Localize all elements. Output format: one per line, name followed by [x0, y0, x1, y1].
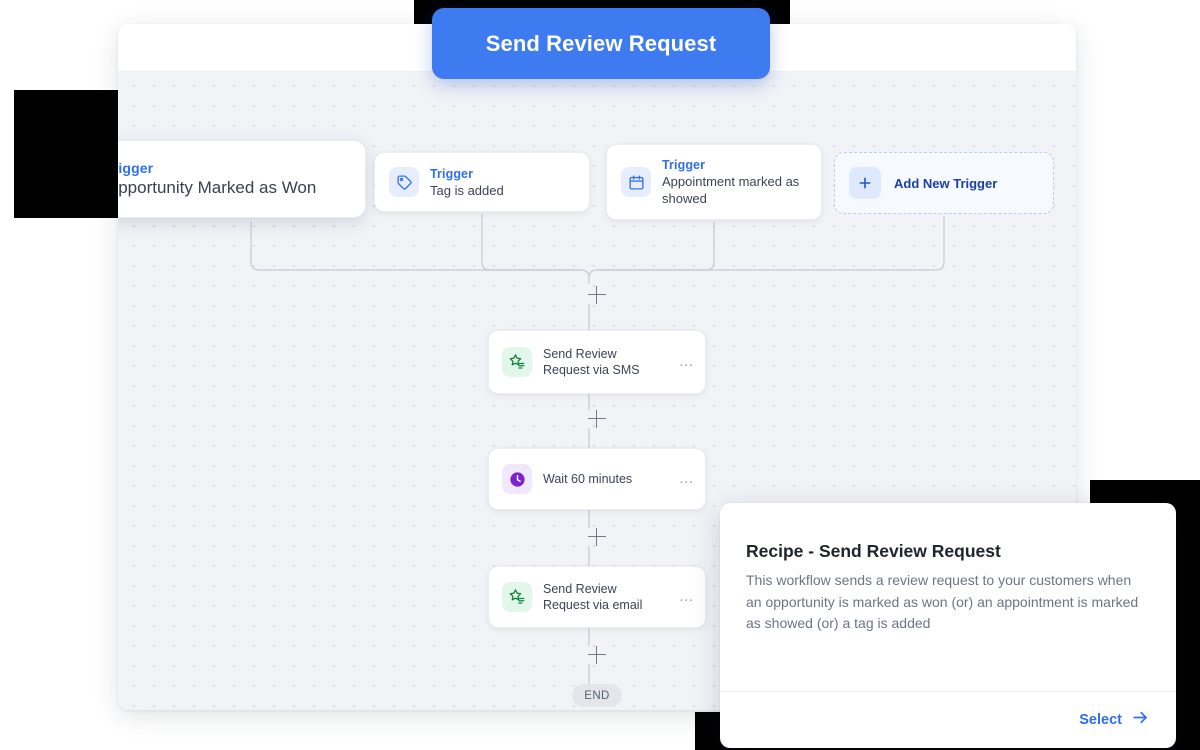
review-star-icon	[502, 582, 532, 612]
add-step-plus-node[interactable]	[588, 410, 606, 428]
add-new-trigger-label: Add New Trigger	[894, 175, 998, 191]
trigger-title: Tag is added	[430, 182, 504, 198]
select-button-label[interactable]: Select	[1079, 712, 1122, 728]
action-card-send-review-request-sms[interactable]: Send Review Request via SMS …	[488, 330, 706, 394]
recipe-title: Recipe - Send Review Request	[746, 541, 1001, 561]
add-step-plus-node[interactable]	[588, 646, 606, 664]
trigger-title: Opportunity Marked as Won	[118, 178, 317, 197]
review-star-icon	[502, 347, 532, 377]
add-new-trigger-button[interactable]: Add New Trigger	[834, 152, 1054, 214]
action-title: Send Review Request via email	[543, 582, 643, 612]
trigger-card-tag-is-added[interactable]: Trigger Tag is added	[374, 152, 590, 212]
add-step-plus-node[interactable]	[588, 286, 606, 304]
trigger-kicker: Trigger	[430, 166, 474, 181]
action-card-send-review-request-email[interactable]: Send Review Request via email …	[488, 566, 706, 628]
action-title: Wait 60 minutes	[543, 472, 633, 486]
recipe-card: Recipe - Send Review Request This workfl…	[720, 503, 1176, 748]
clock-icon	[502, 464, 532, 494]
action-menu-icon[interactable]: …	[678, 588, 695, 605]
trigger-card-opportunity-marked-as-won[interactable]: Trigger Opportunity Marked as Won	[118, 140, 366, 218]
action-menu-icon[interactable]: …	[678, 353, 695, 370]
plus-icon	[849, 167, 881, 199]
send-review-request-button[interactable]: Send Review Request	[432, 8, 770, 79]
action-card-wait-60-minutes[interactable]: Wait 60 minutes …	[488, 448, 706, 510]
add-step-plus-node[interactable]	[588, 528, 606, 546]
recipe-body: Recipe - Send Review Request This workfl…	[720, 503, 1176, 635]
trigger-card-appointment-marked-as-showed[interactable]: Trigger Appointment marked as showed	[606, 144, 822, 220]
action-menu-icon[interactable]: …	[678, 470, 695, 487]
recipe-description: This workflow sends a review request to …	[746, 572, 1139, 631]
arrow-right-icon[interactable]	[1131, 708, 1150, 732]
trigger-kicker: Trigger	[118, 160, 154, 176]
workflow-end-node: END	[572, 684, 622, 707]
action-title: Send Review Request via SMS	[543, 347, 640, 377]
tag-icon	[389, 167, 419, 197]
decorative-black-block-left	[14, 90, 118, 218]
trigger-kicker: Trigger	[662, 158, 706, 172]
recipe-footer: Select	[720, 691, 1176, 748]
trigger-title: Appointment marked as showed	[662, 174, 800, 206]
calendar-icon	[621, 167, 651, 197]
